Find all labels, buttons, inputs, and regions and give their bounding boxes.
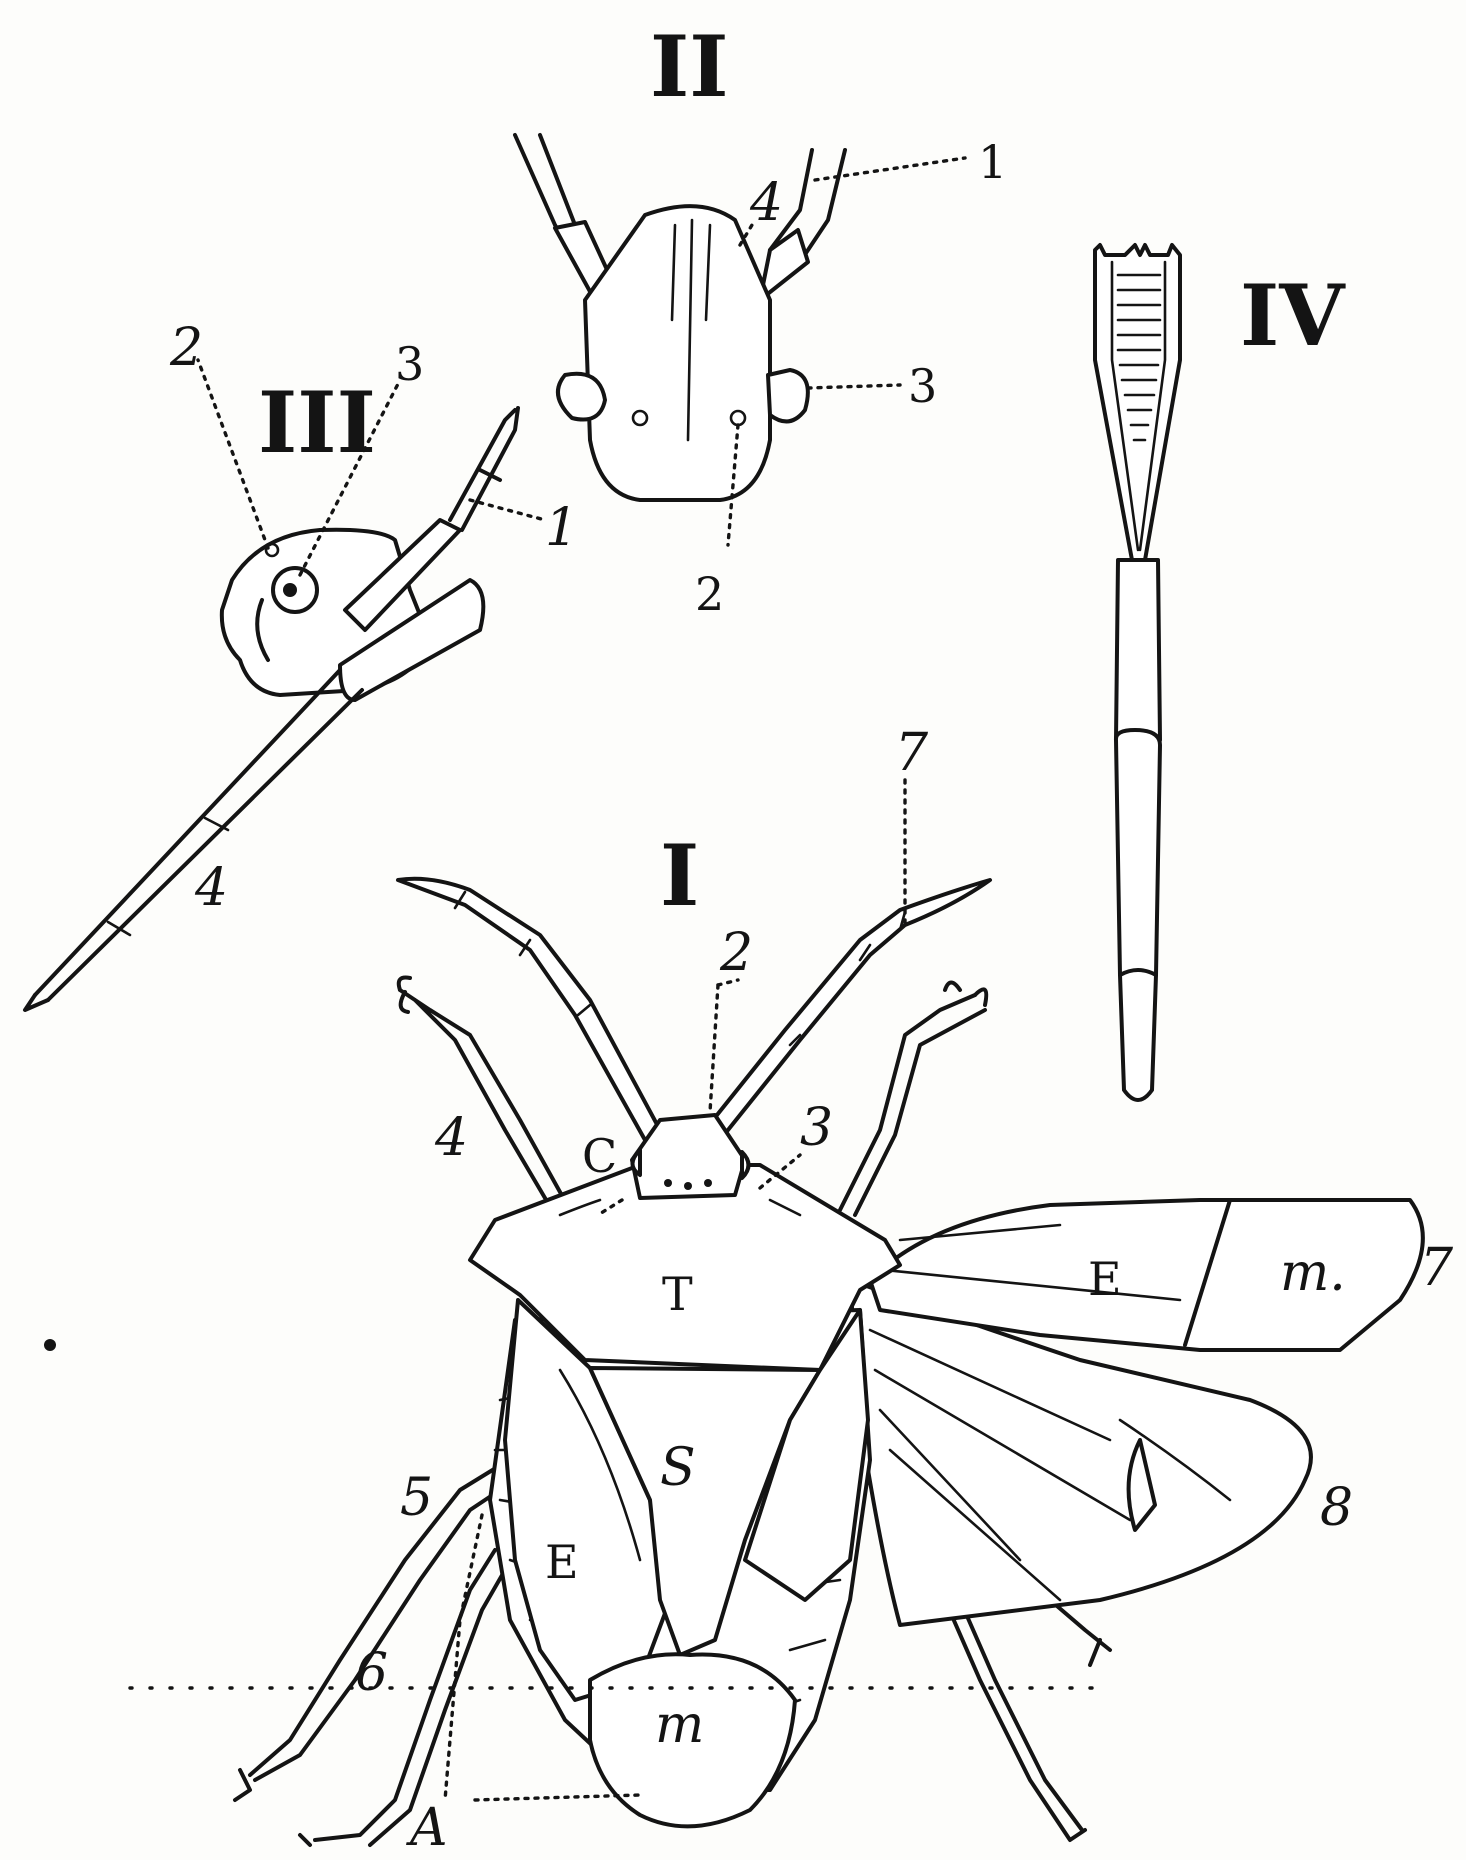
figure-i-label-eye-point: 3 [800,1098,833,1158]
figure-iii-label-2: 2 [169,318,203,378]
figure-i-label-wing-elytron: E [1088,1252,1122,1306]
figure-i-label-antenna-left: 4 [434,1108,468,1168]
figure-iv-segment-1 [1116,560,1160,740]
figure-ii-label-4: 4 [749,173,783,233]
figure-ii-right-eye [768,370,808,421]
figure-i-left-foreleg [400,990,570,1215]
figure-i-left-antenna [398,879,660,1140]
figure-ii-numeral: II [650,17,729,116]
figure-ii-label-2: 2 [695,567,724,621]
figure-ii: II 1 4 3 2 [515,17,1007,621]
figure-ii-label-1: 1 [978,135,1007,189]
figure-i-label-pronotum: T [662,1267,693,1321]
figure-i-right-antenna [705,880,990,1140]
figure-iv-segment-2 [1116,730,1160,975]
figure-i-label-head-point: 2 [719,923,753,983]
figure-i-label-scutellum: S [660,1438,696,1498]
figure-ii-label-3: 3 [908,359,937,413]
figure-iv: IV [1095,245,1346,1100]
figure-iii-label-3: 3 [395,337,424,391]
figure-iii-numeral: III [258,373,376,472]
figure-i-label-wing-membrane: m. [1280,1243,1346,1303]
figure-i-right-foreleg [840,995,985,1215]
figure-i-label-hind-wing: 8 [1320,1478,1353,1538]
figure-ii-left-eye [558,374,605,420]
figure-ii-head [585,206,770,500]
figure-i-label-leg-mid: 5 [400,1468,433,1528]
figure-i: I [44,723,1454,1858]
figure-i-left-midleg [250,1450,530,1780]
figure-iii-rostrum [35,670,362,1000]
figure-i-label-membrane: m [655,1695,704,1755]
figure-i-label-antenna-tip: 7 [895,723,929,783]
figure-i-label-elytron: E [545,1535,579,1589]
figure-iii-label-1: 1 [545,498,578,558]
figure-i-numeral: I [660,826,699,925]
figure-iv-segment-3 [1120,970,1156,1100]
figure-i-label-leg-hind: 6 [355,1643,388,1703]
figure-iv-numeral: IV [1240,266,1346,365]
figure-i-label-abdomen: A [406,1798,448,1858]
figure-i-right-hindleg [945,1600,1085,1840]
figure-iv-tip [1095,245,1180,560]
figure-iii-label-4: 4 [194,858,228,918]
figure-i-label-head: C [582,1129,617,1183]
speck [44,1339,56,1351]
figure-i-label-wing-edge: 7 [1420,1238,1454,1298]
